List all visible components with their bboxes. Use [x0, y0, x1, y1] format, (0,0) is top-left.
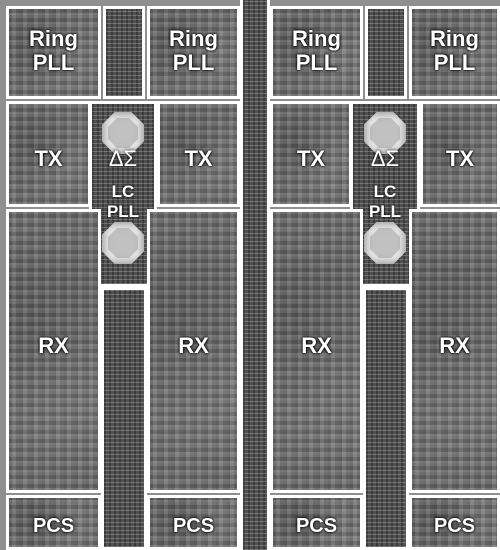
rx-block: RX: [270, 209, 363, 493]
inductor-icon: [364, 222, 406, 264]
ring-pll-label: Ring PLL: [412, 27, 497, 75]
ring-pll-block: Ring PLL: [409, 6, 500, 99]
rx-label: RX: [9, 334, 98, 358]
pcs-label: PCS: [412, 514, 497, 538]
center-divider-left: [240, 0, 243, 550]
rx-block: RX: [147, 209, 240, 493]
center-strip: [243, 0, 267, 550]
ring-pll-block: Ring PLL: [6, 6, 101, 99]
ring-pll-label: Ring PLL: [9, 27, 98, 75]
rx-block: RX: [409, 209, 500, 493]
tx-label: TX: [9, 147, 88, 171]
tx-label: TX: [423, 147, 497, 171]
tx-block: TX: [157, 101, 240, 207]
tx-block: TX: [420, 101, 500, 207]
pcs-block: PCS: [6, 495, 101, 550]
ring-pll-block: Ring PLL: [270, 6, 363, 99]
rx-center-strip: [363, 287, 409, 550]
ring-pll-block: Ring PLL: [147, 6, 240, 99]
delta-sigma-label: ΔΣ: [353, 148, 417, 170]
pcs-label: PCS: [273, 514, 360, 538]
pcs-block: PCS: [409, 495, 500, 550]
rx-center-strip: [101, 287, 147, 550]
rx-block: RX: [6, 209, 101, 493]
tx-label: TX: [160, 147, 237, 171]
ring-pll-label: Ring PLL: [150, 27, 237, 75]
inductor-icon: [102, 222, 144, 264]
pcs-label: PCS: [150, 514, 237, 538]
ring-pll-center-block: [365, 6, 407, 99]
rx-label: RX: [412, 334, 497, 358]
lc-pll-label: LC PLL: [92, 182, 154, 222]
tx-label: TX: [273, 147, 349, 171]
delta-sigma-label: ΔΣ: [92, 148, 154, 170]
tx-block: TX: [270, 101, 352, 207]
pcs-label: PCS: [9, 514, 98, 538]
ring-pll-label: Ring PLL: [273, 27, 360, 75]
pcs-block: PCS: [270, 495, 363, 550]
tx-block: TX: [6, 101, 91, 207]
pcs-block: PCS: [147, 495, 240, 550]
rx-label: RX: [273, 334, 360, 358]
rx-label: RX: [150, 334, 237, 358]
ring-pll-center-block: [103, 6, 145, 99]
